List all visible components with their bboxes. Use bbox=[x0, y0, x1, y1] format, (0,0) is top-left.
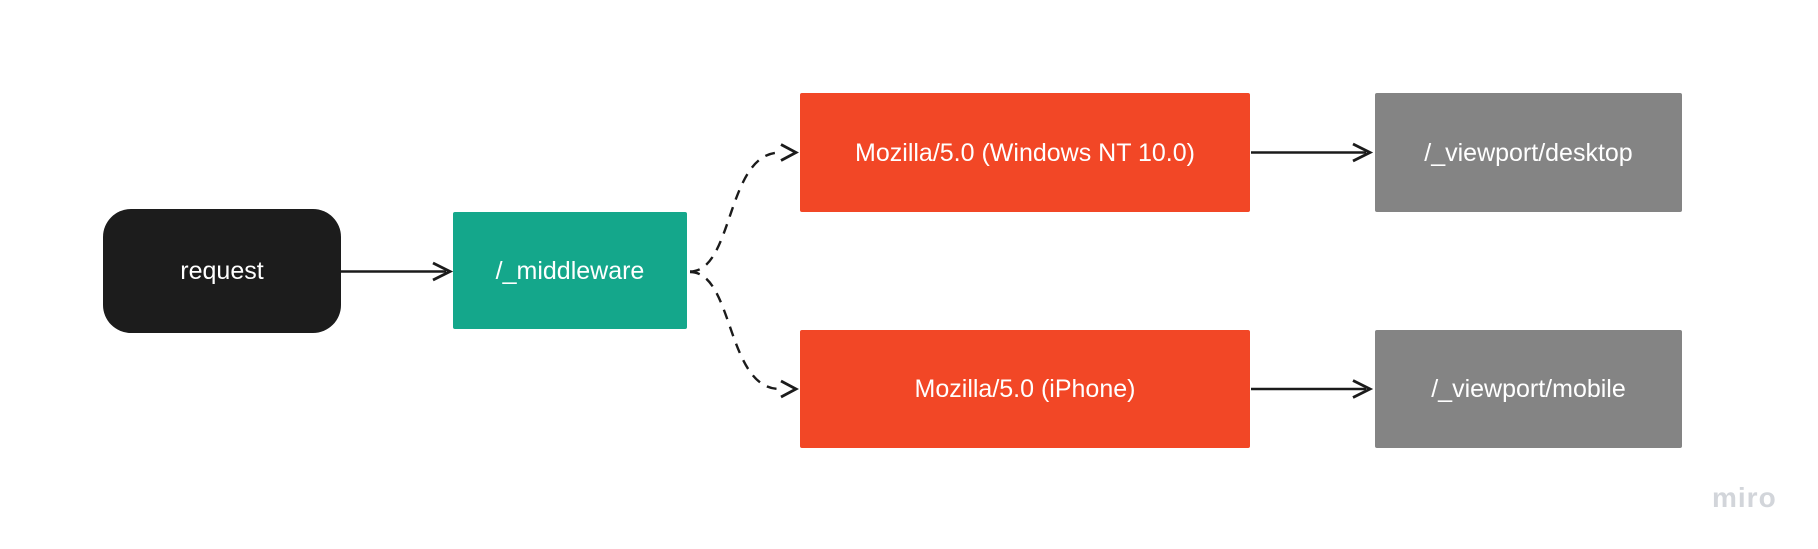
node-request[interactable]: request bbox=[103, 209, 341, 333]
arrowhead-icon bbox=[432, 261, 454, 282]
node-user-agent-mobile[interactable]: Mozilla/5.0 (iPhone) bbox=[800, 330, 1250, 448]
arrowhead-icon bbox=[1352, 379, 1374, 399]
node-request-label: request bbox=[180, 257, 264, 285]
node-viewport-desktop[interactable]: /_viewport/desktop bbox=[1375, 93, 1682, 212]
miro-watermark-logo: miro bbox=[1712, 482, 1777, 513]
node-user-agent-desktop[interactable]: Mozilla/5.0 (Windows NT 10.0) bbox=[800, 93, 1250, 212]
node-middleware-label: /_middleware bbox=[495, 256, 645, 285]
edge-ua-mobile-to-viewport-mobile[interactable] bbox=[1251, 379, 1374, 399]
node-viewport-desktop-label: /_viewport/desktop bbox=[1424, 138, 1633, 167]
connector-line bbox=[689, 151, 781, 273]
node-user-agent-desktop-label: Mozilla/5.0 (Windows NT 10.0) bbox=[855, 138, 1195, 167]
edge-request-to-middleware[interactable] bbox=[341, 261, 454, 282]
node-user-agent-mobile-label: Mozilla/5.0 (iPhone) bbox=[914, 375, 1136, 403]
arrowhead-icon bbox=[780, 379, 799, 399]
node-viewport-mobile[interactable]: /_viewport/mobile bbox=[1375, 330, 1682, 448]
edge-middleware-to-ua-mobile[interactable] bbox=[689, 270, 799, 399]
node-viewport-mobile-label: /_viewport/mobile bbox=[1431, 375, 1626, 403]
arrowhead-icon bbox=[1352, 142, 1374, 163]
connector-line bbox=[689, 270, 781, 391]
node-middleware[interactable]: /_middleware bbox=[453, 212, 687, 329]
arrowhead-icon bbox=[780, 143, 799, 162]
edge-ua-desktop-to-viewport-desktop[interactable] bbox=[1251, 142, 1374, 163]
edge-middleware-to-ua-desktop[interactable] bbox=[689, 143, 799, 273]
